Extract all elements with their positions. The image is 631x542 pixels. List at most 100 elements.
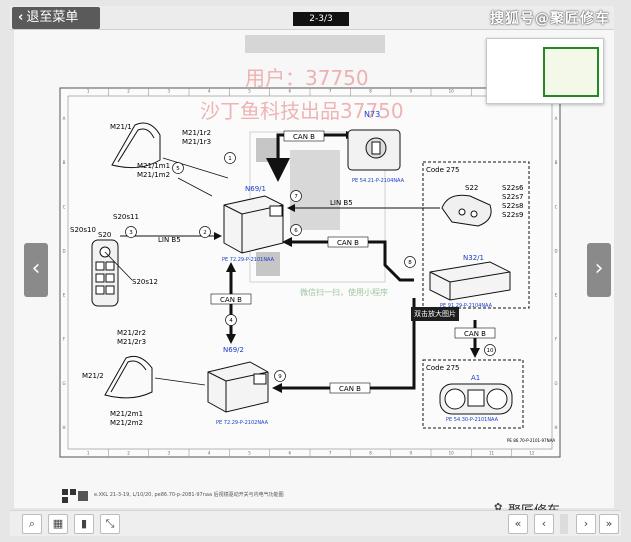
last-page-icon[interactable]: » (599, 514, 619, 534)
grid-number: 1 (87, 451, 90, 456)
brand-watermark: 搜狐号@聚匠修车 (490, 11, 610, 27)
code-275-bottom-label: Code 275 (426, 364, 460, 372)
grid-number: 4 (208, 89, 211, 94)
n69-1-door-module (223, 195, 284, 254)
wechat-brand-icon: ✿ (494, 502, 503, 513)
can-b-right-line (280, 298, 416, 390)
bookmark-icon[interactable]: ▮ (74, 514, 94, 534)
can-b-mid-label: CAN B (337, 239, 359, 247)
can-b-top-label: CAN B (293, 133, 315, 141)
s20s11-label: S20s11 (113, 213, 139, 221)
back-to-menu-button[interactable]: ‹退至菜单 (12, 7, 100, 29)
grid-number: 12 (529, 451, 535, 456)
callout-circle (274, 370, 286, 382)
callout-number: 5 (176, 166, 180, 172)
grid-letter: G (62, 381, 65, 386)
prev-page-arrow[interactable]: ‹ (24, 243, 48, 297)
grid-letter: F (63, 337, 66, 342)
grid-letter: A (555, 116, 558, 121)
n73-ref: PE 54.21-P-2104NAA (352, 178, 405, 184)
grid-number: 7 (329, 451, 332, 456)
n32-1-label: N32/1 (463, 254, 484, 262)
grid-number: 6 (289, 89, 292, 94)
grid-letter: H (62, 425, 65, 430)
grid-number: 1 (87, 89, 90, 94)
grid-letter: E (555, 293, 558, 298)
callout-circle (225, 314, 237, 326)
footnote-qr-icon (62, 489, 88, 503)
grid-number: 5 (248, 89, 251, 94)
a1-label: A1 (471, 374, 480, 382)
grid-view-icon[interactable]: ▦ (48, 514, 68, 534)
grid-letter: B (555, 160, 558, 165)
grid-number: 3 (168, 89, 171, 94)
top-bar: ‹退至菜单 2-3/3 搜狐号@聚匠修车 (10, 6, 614, 30)
first-page-icon[interactable]: « (508, 514, 528, 534)
grid-number: 11 (489, 451, 495, 456)
grid-letter: D (554, 248, 557, 253)
next-page-arrow[interactable]: › (587, 243, 611, 297)
previous-page-icon[interactable]: ‹ (534, 514, 554, 534)
page-indicator: 2-3/3 (293, 12, 349, 26)
user-watermark: 用户：37750 (245, 66, 369, 90)
callout-number: 4 (229, 318, 233, 324)
grid-number: 4 (208, 451, 211, 456)
callout-circle (172, 162, 184, 174)
grid-number: 10 (449, 451, 455, 456)
grid-number: 8 (369, 451, 372, 456)
m21-2-label: M21/2 (82, 372, 104, 380)
grid-number: 8 (369, 89, 372, 94)
callout-number: 8 (408, 260, 412, 266)
callout-number: 10 (487, 348, 494, 354)
n69-2-label: N69/2 (223, 346, 244, 354)
callout-circle (125, 226, 137, 238)
m21-1-label: M21/1 (110, 123, 132, 131)
can-b-right-label: CAN B (339, 385, 361, 393)
grid-number: 9 (410, 451, 413, 456)
next-page-icon[interactable]: › (576, 514, 596, 534)
s22-label: S22 (465, 184, 478, 192)
grid-number: 2 (127, 451, 130, 456)
n69-1-label: N69/1 (245, 185, 266, 193)
lin-b5-right-label: LIN B5 (330, 199, 353, 207)
grid-letter: E (63, 293, 66, 298)
toolbar-separator (560, 514, 568, 534)
thumbnail-viewport[interactable] (543, 47, 599, 97)
back-to-menu-label: 退至菜单 (26, 10, 79, 25)
grid-marks: 112233445566778899101011111212AABBCCDDEE… (62, 88, 558, 457)
s20s10-label: S20s10 (70, 226, 96, 234)
callout-number: 6 (294, 228, 298, 234)
fullscreen-icon[interactable]: ⤡ (100, 514, 120, 534)
lin-b5-left-label: LIN B5 (158, 236, 181, 244)
grid-letter: C (555, 204, 558, 209)
n32-1-ref: PE 91.29-P-2104NAA (440, 303, 493, 309)
code-275-box-top (422, 161, 530, 309)
grid-number: 3 (168, 451, 171, 456)
m21-1-mirror (111, 122, 161, 169)
grid-letter: B (63, 160, 66, 165)
zoom-icon[interactable]: ⌕ (22, 514, 42, 534)
m21-2-mirror (104, 355, 153, 399)
grid-letter: F (555, 337, 558, 342)
page-thumbnail-navigator[interactable] (486, 38, 604, 104)
grid-letter: A (63, 116, 66, 121)
callout-circle (224, 152, 236, 164)
n32-1-control-unit (429, 261, 511, 301)
can-b-top-line (266, 133, 350, 182)
sheet-ref: PE 86.70-P-2101-97NAA (507, 438, 555, 443)
grid-number: 5 (248, 451, 251, 456)
s22-seat-switch (441, 194, 492, 227)
print-header-strip (245, 35, 385, 53)
footnote-text: e.XKL 21-3-19, L/10/20, pe86.70-p-2081-9… (94, 492, 284, 498)
s20-label: S20 (98, 231, 111, 239)
callout-number: 2 (203, 230, 207, 236)
grid-number: 7 (329, 89, 332, 94)
a1-ref: PE 54.30-P-2101NAA (446, 417, 499, 423)
